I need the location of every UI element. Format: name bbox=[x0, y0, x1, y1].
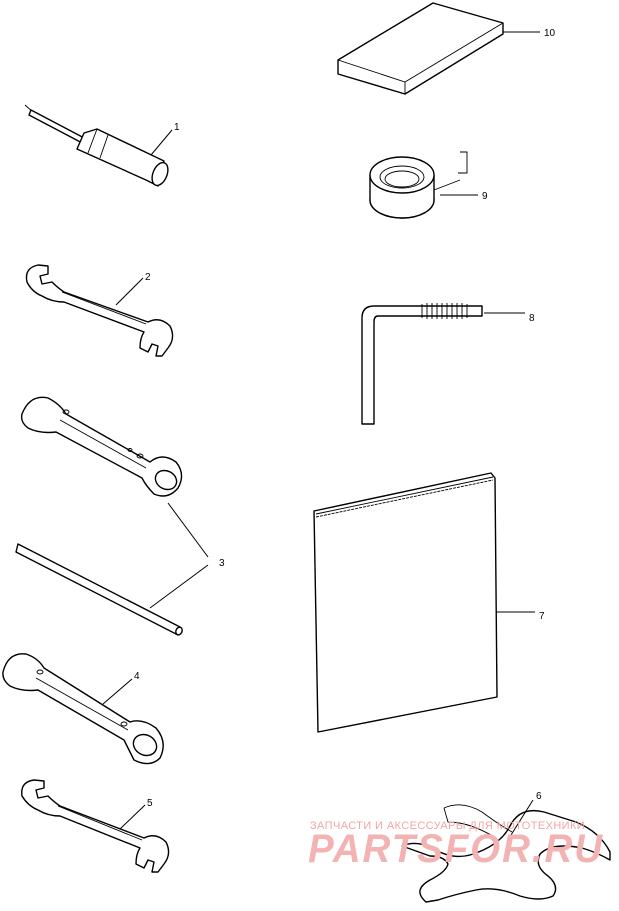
part-3-label: 3 bbox=[219, 558, 225, 569]
part-9-label: 9 bbox=[482, 191, 488, 202]
watermark-brand: PARTSFOR.RU bbox=[308, 827, 604, 871]
part-7-label: 7 bbox=[539, 611, 545, 622]
part-3-tommy-bar: 3 bbox=[15, 502, 225, 636]
part-9-tape-roll: 9 bbox=[369, 151, 488, 219]
part-2-open-end-wrench: 2 bbox=[25, 264, 174, 357]
part-10-tool-bag: 10 bbox=[337, 2, 556, 95]
part-7-owners-manual: 7 bbox=[313, 472, 545, 733]
part-5-open-end-wrench: 5 bbox=[21, 779, 170, 873]
part-8-label: 8 bbox=[529, 313, 535, 324]
part-1-screwdriver: 1 bbox=[24, 104, 180, 187]
part-2-label: 2 bbox=[145, 272, 151, 283]
watermark-caption: ЗАПЧАСТИ И АКСЕССУАРЫ ДЛЯ МОТОТЕХНИКИ bbox=[310, 820, 585, 832]
part-4-label: 4 bbox=[134, 671, 140, 682]
part-4-box-wrench: 4 bbox=[2, 653, 164, 765]
part-5-label: 5 bbox=[147, 798, 153, 809]
part-1-label: 1 bbox=[174, 122, 180, 133]
part-6-hook-spanner: 6 bbox=[401, 791, 611, 903]
part-10-label: 10 bbox=[544, 28, 556, 39]
part-8-hex-key: 8 bbox=[361, 303, 535, 425]
part-6-label: 6 bbox=[536, 791, 542, 802]
part-3-socket-wrench bbox=[20, 396, 183, 497]
watermark: ЗАПЧАСТИ И АКСЕССУАРЫ ДЛЯ МОТОТЕХНИКИ PA… bbox=[308, 820, 604, 871]
